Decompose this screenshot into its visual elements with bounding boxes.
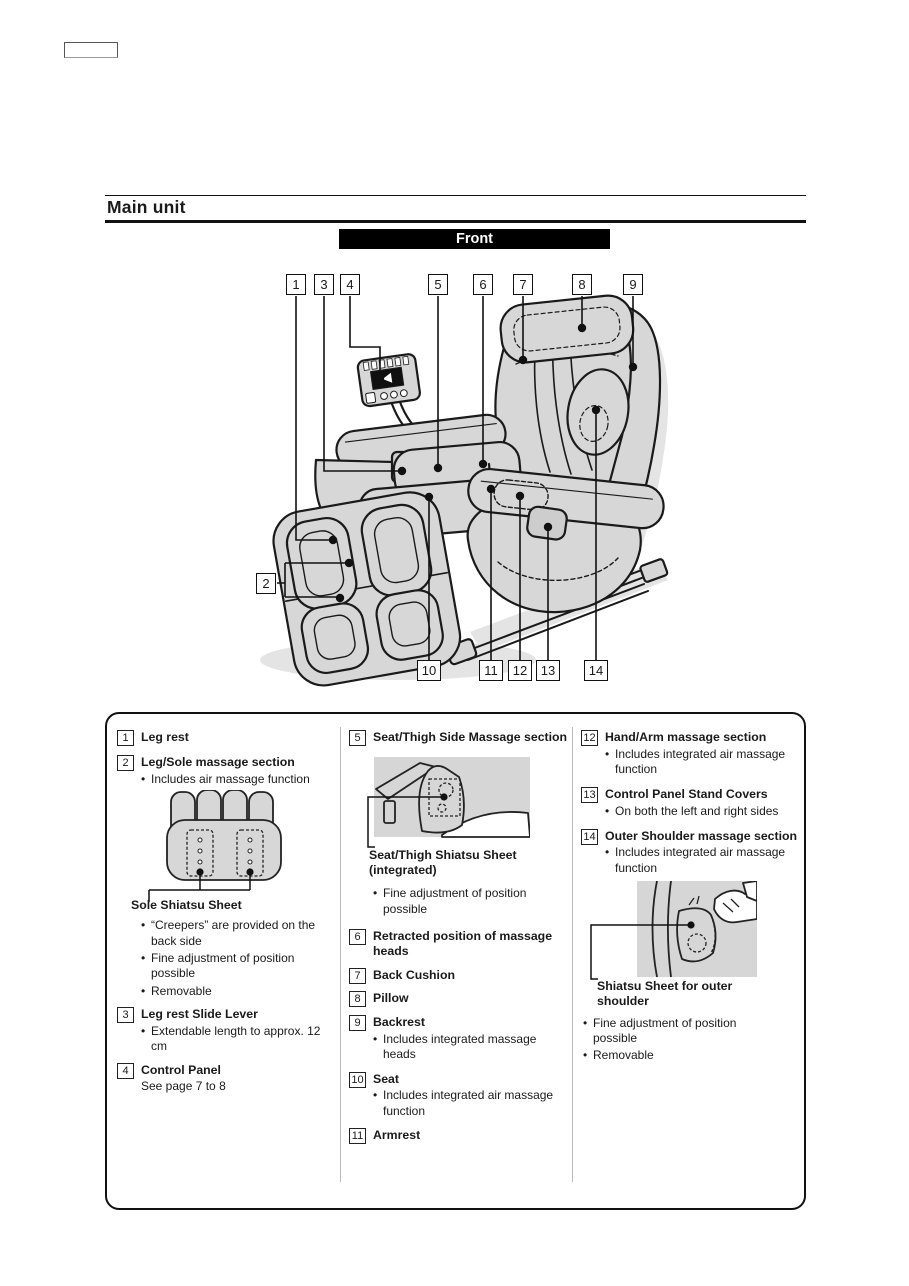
legend-item-5: 5 Seat/Thigh Side Massage section <box>349 730 571 917</box>
legend-item-10: 10 Seat Includes integrated air massage … <box>349 1071 571 1119</box>
bullet: Fine adjustment of position possible <box>583 1016 769 1047</box>
legend-item-12: 12 Hand/Arm massage section Includes int… <box>581 730 799 777</box>
legend-item-13: 13 Control Panel Stand Covers On both th… <box>581 787 799 820</box>
bullet: Includes integrated air massage function <box>605 747 793 778</box>
bullet: Includes integrated massage heads <box>373 1032 553 1063</box>
legend-num-9: 9 <box>349 1015 366 1032</box>
front-banner: Front <box>339 229 610 249</box>
callout-box-13: 13 <box>536 660 560 681</box>
legend-column-left: 1 Leg rest 2 Leg/Sole massage section In… <box>117 726 337 1095</box>
callout-box-14: 14 <box>584 660 608 681</box>
legend-num-10: 10 <box>349 1071 366 1088</box>
legend-num-7: 7 <box>349 967 366 984</box>
callout-box-3: 3 <box>314 274 334 295</box>
bullet: Includes integrated air massage function <box>605 845 793 876</box>
legend-title-9: Backrest <box>373 1015 425 1030</box>
callout-box-4: 4 <box>340 274 360 295</box>
inset-label-outer-shoulder: Shiatsu Sheet for outer shoulder <box>597 979 733 1009</box>
legend-num-8: 8 <box>349 991 366 1008</box>
callout-box-8: 8 <box>572 274 592 295</box>
callout-box-5: 5 <box>428 274 448 295</box>
bullet: Removable <box>141 984 337 1000</box>
legend-item-6: 6 Retracted position of massage heads <box>349 929 571 959</box>
callout-lines <box>277 296 634 660</box>
bullet: “Creepers” are provided on the back side <box>141 918 337 949</box>
legend-title-10: Seat <box>373 1071 399 1086</box>
legend-title-13: Control Panel Stand Covers <box>605 787 768 802</box>
callout-box-9: 9 <box>623 274 643 295</box>
legend-divider-1 <box>340 727 341 1182</box>
page-number-box <box>64 42 118 58</box>
legend-title-7: Back Cushion <box>373 967 455 982</box>
inset-label-sole-sheet: Sole Shiatsu Sheet <box>131 897 242 912</box>
bullet: On both the left and right sides <box>605 804 799 820</box>
inset-label-seat-thigh-2: (integrated) <box>369 863 437 878</box>
outer-shoulder-inset-illustration <box>590 881 757 980</box>
legend-title-3: Leg rest Slide Lever <box>141 1007 258 1022</box>
callout-dots <box>328 323 638 603</box>
callout-box-2: 2 <box>256 573 276 594</box>
legend-divider-2 <box>572 727 573 1182</box>
legend-title-12: Hand/Arm massage section <box>605 730 767 744</box>
legend-num-2: 2 <box>117 754 134 771</box>
callout-box-11: 11 <box>479 660 503 681</box>
legend-item-7: 7 Back Cushion <box>349 967 571 984</box>
legend-item-14: 14 Outer Shoulder massage section Includ… <box>581 828 799 1064</box>
legend-title-11: Armrest <box>373 1128 421 1143</box>
callout-box-1: 1 <box>286 274 306 295</box>
callout-box-12: 12 <box>508 660 532 681</box>
legend-item-1: 1 Leg rest <box>117 730 337 746</box>
legend-item-2: 2 Leg/Sole massage section Includes air … <box>117 754 337 1000</box>
legend-title-5: Seat/Thigh Side Massage section <box>373 730 568 744</box>
massage-chair-illustration <box>260 294 669 687</box>
legend-column-right: 12 Hand/Arm massage section Includes int… <box>581 726 799 1064</box>
legend-title-2: Leg/Sole massage section <box>141 754 295 769</box>
bullet: Removable <box>583 1048 799 1064</box>
legend-num-12: 12 <box>581 730 598 746</box>
legend-note: See page 7 to 8 <box>141 1079 226 1094</box>
bullet: Fine adjustment of position possible <box>141 951 337 982</box>
callout-box-10: 10 <box>417 660 441 681</box>
sole-sheet-inset-illustration <box>148 789 282 902</box>
bullet: Fine adjustment of position possible <box>373 886 559 917</box>
legend-column-middle: 5 Seat/Thigh Side Massage section <box>349 726 571 1145</box>
section-title-block: Main unit <box>105 195 806 223</box>
callout-box-7: 7 <box>513 274 533 295</box>
legend-title-4: Control Panel <box>141 1063 221 1078</box>
legend-item-11: 11 Armrest <box>349 1128 571 1145</box>
legend-item-4: 4 Control Panel See page 7 to 8 <box>117 1063 337 1094</box>
callout-box-6: 6 <box>473 274 493 295</box>
legend-item-3: 3 Leg rest Slide Lever Extendable length… <box>117 1007 337 1054</box>
legend-num-4: 4 <box>117 1063 134 1080</box>
legend-num-11: 11 <box>349 1128 366 1145</box>
legend-title-14: Outer Shoulder massage section <box>605 828 798 843</box>
bullet: Extendable length to approx. 12 cm <box>141 1024 327 1055</box>
legend-title-8: Pillow <box>373 991 409 1006</box>
legend-num-14: 14 <box>581 828 598 845</box>
legend-num-6: 6 <box>349 929 366 946</box>
legend-num-1: 1 <box>117 730 134 746</box>
inset-label-seat-thigh-1: Seat/Thigh Shiatsu Sheet <box>369 847 517 862</box>
seat-thigh-inset-illustration <box>367 756 530 848</box>
parts-legend: 1 Leg rest 2 Leg/Sole massage section In… <box>105 712 806 1210</box>
legend-num-3: 3 <box>117 1007 134 1024</box>
legend-item-9: 9 Backrest Includes integrated massage h… <box>349 1015 571 1062</box>
page-title: Main unit <box>107 197 186 217</box>
bullet: Includes integrated air massage function <box>373 1088 571 1119</box>
legend-num-13: 13 <box>581 787 598 804</box>
legend-num-5: 5 <box>349 730 366 746</box>
legend-title-6: Retracted position of massage heads <box>373 929 553 958</box>
legend-item-8: 8 Pillow <box>349 991 571 1008</box>
legend-title-1: Leg rest <box>141 730 189 744</box>
bullet: Includes air massage function <box>141 772 337 788</box>
